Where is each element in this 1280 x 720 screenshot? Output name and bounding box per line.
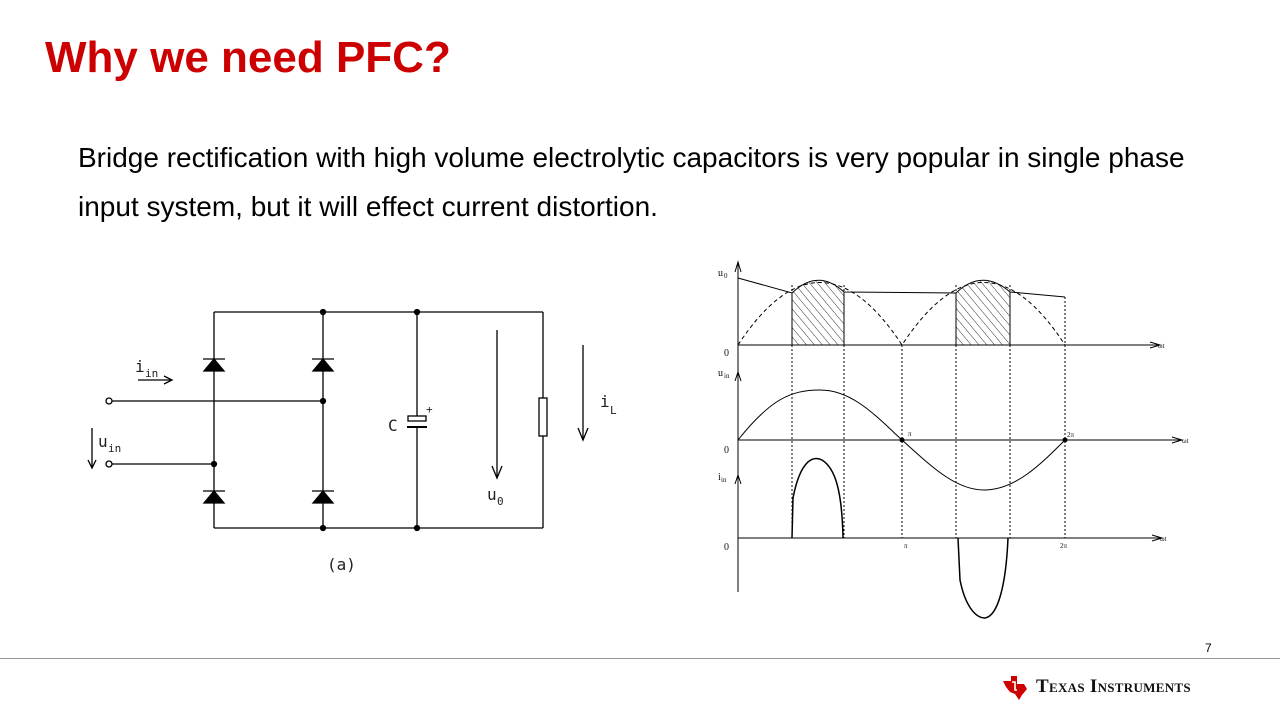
waveform-plots — [734, 260, 1184, 619]
il-label: i — [600, 392, 610, 411]
iin-label: i — [135, 357, 145, 376]
capacitor-label: C — [388, 416, 398, 435]
load-resistor — [538, 312, 548, 528]
footer-divider — [0, 658, 1280, 659]
bridge-rectifier-circuit — [87, 308, 589, 532]
il-arrow — [577, 345, 589, 442]
uin-pi-label: π — [908, 430, 912, 438]
iin-label-sub: in — [145, 367, 158, 380]
uin-label-sub: in — [108, 442, 121, 455]
diode-d1 — [202, 357, 226, 372]
iin-2pi-label: 2π — [1060, 542, 1068, 550]
diode-d3 — [311, 357, 335, 372]
uin-label: u — [98, 432, 108, 451]
il-label-sub: L — [610, 404, 617, 417]
u0-label: u — [487, 485, 497, 504]
u0-axis-label-sub: 0 — [724, 272, 728, 280]
ti-state-icon — [1003, 676, 1027, 700]
uin-arrow — [87, 428, 97, 470]
iin-arrow — [138, 375, 174, 385]
iin-pi-label: π — [904, 542, 908, 550]
iin-axis-label-sub: in — [721, 476, 727, 484]
uin-omega-t: ωt — [1182, 437, 1189, 445]
circuit-caption: (a) — [327, 555, 356, 574]
u0-axis-label: u — [718, 268, 723, 279]
slide-title: Why we need PFC? — [45, 33, 451, 82]
diode-d4 — [311, 489, 335, 504]
u0-label-sub: 0 — [497, 495, 504, 508]
diode-d2 — [202, 489, 226, 504]
uin-axis-label: u — [718, 368, 723, 379]
iin-origin: 0 — [724, 542, 729, 553]
slide-body-text: Bridge rectification with high volume el… — [78, 142, 1185, 222]
u0-omega-t: ωt — [1158, 342, 1165, 350]
iin-axis-label: i — [718, 472, 721, 483]
ti-logo: Texas Instruments — [1000, 672, 1191, 702]
uin-axis-label-sub: in — [724, 372, 730, 380]
ti-logo-text: Texas Instruments — [1036, 676, 1191, 697]
iin-omega-t: ωt — [1160, 535, 1167, 543]
u0-origin: 0 — [724, 348, 729, 359]
page-number: 7 — [1205, 641, 1212, 655]
u0-arrow — [491, 330, 503, 480]
electrolytic-capacitor — [407, 312, 427, 528]
capacitor-polarity: + — [426, 403, 433, 416]
uin-2pi-label: 2π — [1067, 431, 1075, 439]
uin-origin: 0 — [724, 445, 729, 456]
